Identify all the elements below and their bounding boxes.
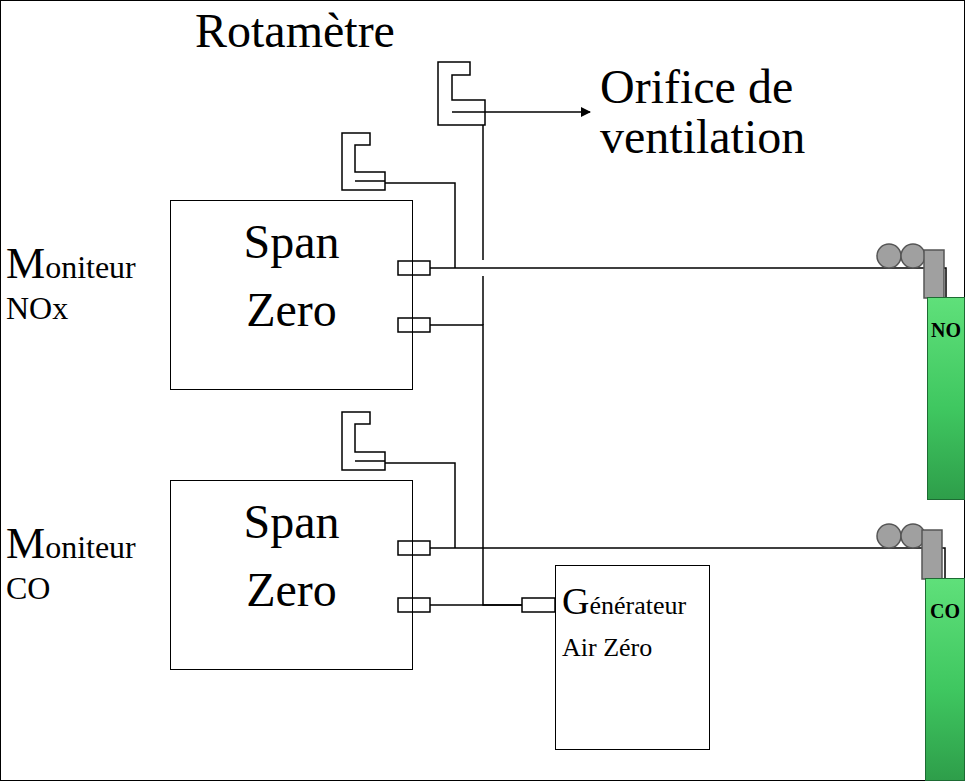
zero-port <box>398 598 430 612</box>
zero-port <box>398 318 430 332</box>
cylinder-label: CO <box>926 601 964 622</box>
valve-knob <box>877 524 901 548</box>
zero-label: Zero <box>171 565 412 615</box>
vent-pipe <box>482 276 484 325</box>
zero-label: Zero <box>171 285 412 335</box>
valve-body <box>922 530 942 579</box>
gas-cylinder: NO <box>927 297 965 500</box>
generator-box: Générateur Air Zéro <box>555 565 710 750</box>
generator-port <box>522 598 555 612</box>
valve-knob <box>877 244 901 268</box>
gas-cylinder: CO <box>925 578 965 781</box>
span-label: Span <box>171 497 412 547</box>
cylinder-label: NO <box>928 320 964 341</box>
ports <box>398 261 555 612</box>
valve-knob <box>901 244 925 268</box>
vent-arrow <box>485 111 590 113</box>
rotameter-symbol <box>438 62 485 125</box>
monitor-box: Moniteur NOxSpanZero <box>170 200 413 390</box>
vent-piping <box>385 112 590 548</box>
span-port <box>398 541 430 555</box>
gas-line <box>413 325 555 605</box>
rotameters <box>342 62 485 470</box>
monitor-label: Moniteur NOx <box>6 239 166 326</box>
generator-label: Générateur Air Zéro <box>562 574 704 667</box>
span-port <box>398 261 430 275</box>
monitor-box: Moniteur COSpanZero <box>170 480 413 670</box>
rotameter-symbol <box>342 133 385 190</box>
span-label: Span <box>171 217 412 267</box>
gas-line <box>413 268 946 297</box>
vent-pipe <box>385 463 455 548</box>
valve-body <box>924 250 944 298</box>
vent-pipe <box>385 183 455 268</box>
monitor-label: Moniteur CO <box>6 519 166 606</box>
vent-pipe <box>482 112 484 260</box>
gas-line <box>413 548 945 578</box>
rotameter-label: Rotamètre <box>195 6 455 56</box>
rotameter-symbol <box>342 412 385 470</box>
vent-label: Orifice de ventilation <box>600 62 900 163</box>
